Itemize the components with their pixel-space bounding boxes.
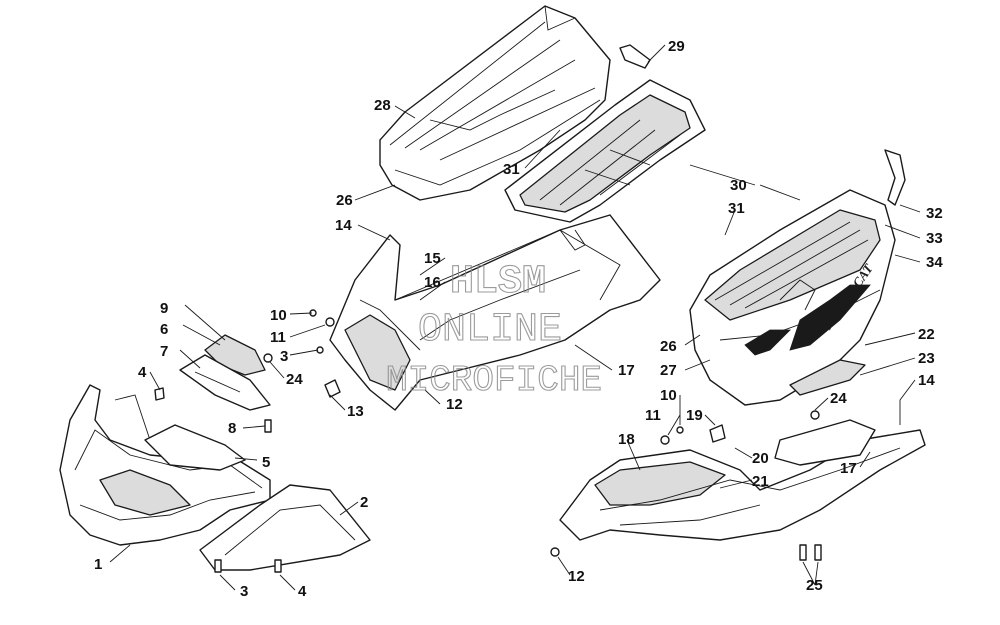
callout-11-left: 11 xyxy=(270,329,286,346)
callout-12-right: 12 xyxy=(568,568,585,585)
callout-32: 32 xyxy=(926,205,943,222)
callout-22: 22 xyxy=(918,326,935,343)
callout-3-bottom: 3 xyxy=(240,583,248,600)
callout-29: 29 xyxy=(668,38,685,55)
callout-26-top: 26 xyxy=(336,192,353,209)
callout-28: 28 xyxy=(374,97,391,114)
callout-4-left: 4 xyxy=(138,364,147,381)
callout-23: 23 xyxy=(918,350,935,367)
callout-25: 25 xyxy=(806,577,823,594)
watermark-line-1: HLSM xyxy=(450,260,546,305)
callout-18: 18 xyxy=(618,431,635,448)
callout-2: 2 xyxy=(360,494,368,511)
callout-5: 5 xyxy=(262,454,270,471)
callout-10-right: 10 xyxy=(660,387,677,404)
callout-4-bottom: 4 xyxy=(298,583,307,600)
watermark-line-3: MICROFICHE xyxy=(386,360,602,401)
callout-12-left: 12 xyxy=(446,396,463,413)
seat-panel-part xyxy=(504,79,706,223)
callout-24-right: 24 xyxy=(830,390,847,407)
callout-10-left: 10 xyxy=(270,307,287,324)
callout-31-top: 31 xyxy=(503,161,520,178)
callout-30: 30 xyxy=(730,177,747,194)
callout-15: 15 xyxy=(424,250,441,267)
callout-17-right: 17 xyxy=(840,460,857,477)
watermark-line-2: ONLINE xyxy=(418,308,562,353)
watermark: HLSM ONLINE MICROFICHE xyxy=(385,259,602,401)
callout-34: 34 xyxy=(926,254,943,271)
callout-7: 7 xyxy=(160,343,168,360)
callout-13: 13 xyxy=(347,403,364,420)
callout-1: 1 xyxy=(94,556,102,573)
front-bumper-part xyxy=(59,384,271,546)
belly-pan-left-part xyxy=(329,214,661,411)
callout-27: 27 xyxy=(660,362,677,379)
callout-labels: 1 2 3 4 5 6 7 8 9 4 24 10 11 3 13 12 14 … xyxy=(94,38,943,600)
skid-plate-part xyxy=(199,484,371,571)
callout-16: 16 xyxy=(424,274,441,291)
callout-3-left: 3 xyxy=(280,348,288,365)
side-panel-group xyxy=(144,334,271,471)
callout-24-left: 24 xyxy=(286,371,303,388)
callout-6: 6 xyxy=(160,321,168,338)
callout-19: 19 xyxy=(686,407,703,424)
hood-upper-part xyxy=(379,5,611,201)
callout-33: 33 xyxy=(926,230,943,247)
hood-right-part: ARCTIC CAT xyxy=(689,189,896,406)
callout-14-right: 14 xyxy=(918,372,935,389)
callout-20: 20 xyxy=(752,450,769,467)
callout-26-right: 26 xyxy=(660,338,677,355)
callout-31-right: 31 xyxy=(728,200,745,217)
callout-9: 9 xyxy=(160,300,168,317)
callout-17-left: 17 xyxy=(618,362,635,379)
callout-8: 8 xyxy=(228,420,236,437)
callout-21: 21 xyxy=(752,473,769,490)
callout-11-right: 11 xyxy=(645,407,661,424)
belly-pan-right-part xyxy=(559,359,926,541)
leader-lines xyxy=(109,44,921,591)
hardware-group xyxy=(154,44,906,573)
callout-14-left: 14 xyxy=(335,217,352,234)
